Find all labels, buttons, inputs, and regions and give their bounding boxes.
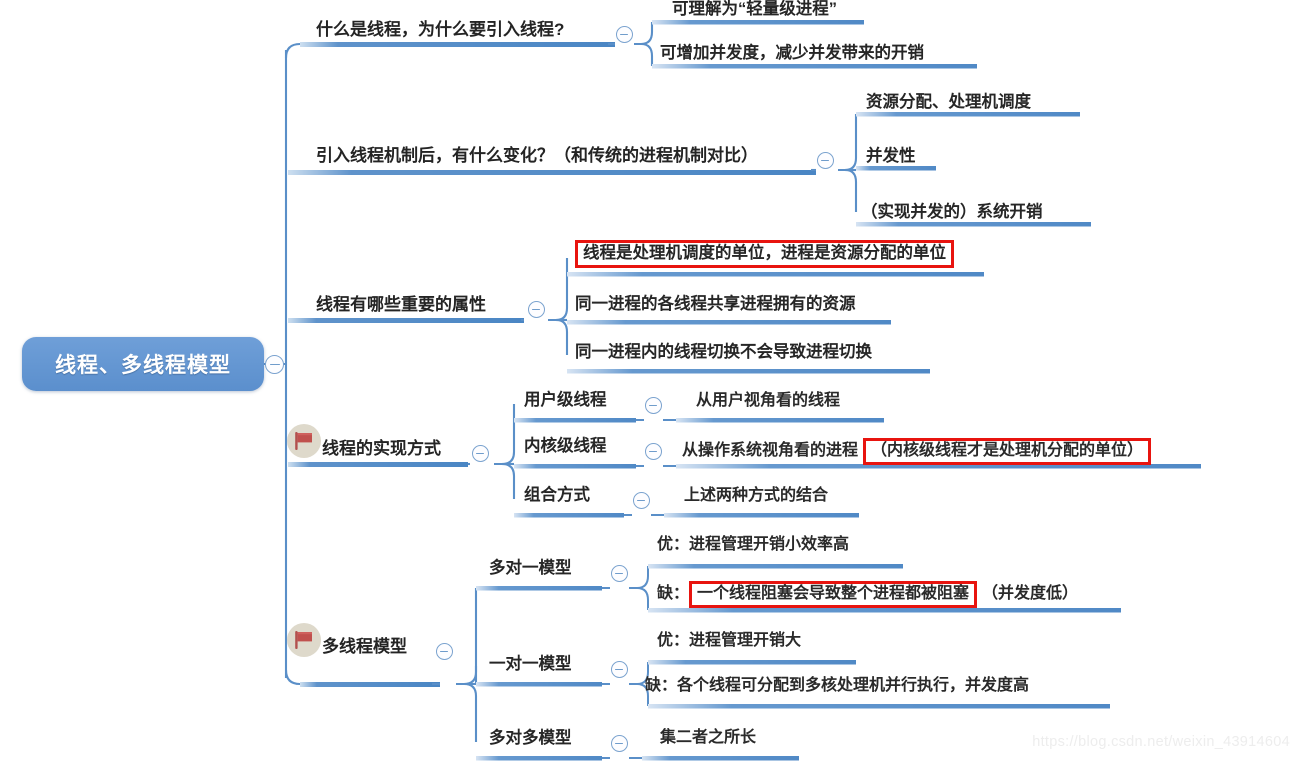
leaf-5-2-2-label: 缺：各个线程可分配到多核处理机并行执行，并发度高 [645,677,1030,694]
subnode-4-1-collapse-toggle[interactable] [645,397,662,414]
leaf-4-1-1-label: 从用户视角看的线程 [696,392,841,409]
subnode-4-3[interactable]: 组合方式 [524,486,590,505]
leaf-node-3-1[interactable]: 线程是处理机调度的单位，进程是资源分配的单位 [575,240,954,268]
branch-node-1[interactable]: 什么是线程，为什么要引入线程? [316,20,564,40]
leaf-node-3-2[interactable]: 同一进程的各线程共享进程拥有的资源 [575,295,856,314]
branch-node-3[interactable]: 线程有哪些重要的属性 [316,295,486,315]
branch-4-label: 线程的实现方式 [322,439,441,458]
subnode-5-3-collapse-toggle[interactable] [611,735,628,752]
leaf-5-1-2-prefix: 缺： [657,585,690,602]
branch-1-label: 什么是线程，为什么要引入线程? [316,20,565,39]
subnode-4-3-label: 组合方式 [524,486,590,504]
leaf-1-2-label: 可增加并发度，减少并发带来的开销 [660,44,924,62]
subnode-4-1-label: 用户级线程 [524,391,607,409]
subnode-5-2[interactable]: 一对一模型 [489,655,572,674]
branch-3-collapse-toggle[interactable] [528,301,545,318]
root-node[interactable]: 线程、多线程模型 [22,337,264,391]
leaf-4-2-1-label-highlighted: （内核级线程才是处理机分配的单位） [863,438,1152,466]
leaf-5-2-1-label: 优：进程管理开销大 [657,632,802,649]
root-node-label: 线程、多线程模型 [55,354,231,377]
leaf-5-3-1-label: 集二者之所长 [660,729,757,746]
subnode-4-2[interactable]: 内核级线程 [524,437,607,456]
branch-4-collapse-toggle[interactable] [472,445,489,462]
root-collapse-toggle[interactable] [265,355,284,374]
branch-2-label: 引入线程机制后，有什么变化？（和传统的进程机制对比） [316,146,758,165]
branch-1-collapse-toggle[interactable] [616,26,633,43]
leaf-3-3-label: 同一进程内的线程切换不会导致进程切换 [575,343,872,361]
branch-5-collapse-toggle[interactable] [436,643,453,660]
subnode-4-1[interactable]: 用户级线程 [524,391,607,410]
leaf-node-4-3-1[interactable]: 上述两种方式的结合 [684,487,828,505]
leaf-node-2-2[interactable]: 并发性 [866,147,916,166]
branch-node-5[interactable]: 多线程模型 [322,637,407,657]
leaf-1-1-label: 可理解为“轻量级进程” [672,0,837,18]
flag-icon-branch-5 [287,623,321,657]
subnode-5-3-label: 多对多模型 [489,729,572,747]
subnode-5-1-label: 多对一模型 [489,559,572,577]
leaf-5-1-2-label-highlighted: 一个线程阻塞会导致整个进程都被阻塞 [689,581,978,609]
flag-icon-branch-4 [287,424,321,458]
leaf-3-1-label-highlighted: 线程是处理机调度的单位，进程是资源分配的单位 [575,240,954,268]
leaf-5-1-1-label: 优：进程管理开销小效率高 [657,536,850,553]
leaf-4-3-1-label: 上述两种方式的结合 [684,487,829,504]
subnode-5-3[interactable]: 多对多模型 [489,729,572,748]
subnode-5-1[interactable]: 多对一模型 [489,559,572,578]
subnode-5-2-label: 一对一模型 [489,655,572,673]
leaf-node-5-3-1[interactable]: 集二者之所长 [660,729,756,747]
subnode-4-3-collapse-toggle[interactable] [633,492,650,509]
branch-node-4[interactable]: 线程的实现方式 [322,439,441,459]
branch-2-collapse-toggle[interactable] [817,152,834,169]
leaf-2-2-label: 并发性 [866,147,916,165]
subnode-4-2-collapse-toggle[interactable] [645,443,662,460]
leaf-2-1-label: 资源分配、处理机调度 [866,93,1031,111]
leaf-node-1-1[interactable]: 可理解为“轻量级进程” [672,0,837,19]
leaf-node-5-1-2[interactable]: 缺：一个线程阻塞会导致整个进程都被阻塞（并发度低） [657,581,1079,609]
leaf-node-4-1-1[interactable]: 从用户视角看的线程 [696,392,840,410]
leaf-4-2-1-prefix: 从操作系统视角看的进程 [682,442,859,459]
leaf-node-4-2-1[interactable]: 从操作系统视角看的进程（内核级线程才是处理机分配的单位） [682,438,1152,466]
leaf-5-1-2-suffix: （并发度低） [982,585,1079,602]
leaf-node-3-3[interactable]: 同一进程内的线程切换不会导致进程切换 [575,343,872,362]
branch-node-2[interactable]: 引入线程机制后，有什么变化？（和传统的进程机制对比） [316,146,758,166]
leaf-node-5-2-1[interactable]: 优：进程管理开销大 [657,632,801,650]
branch-3-label: 线程有哪些重要的属性 [316,295,486,314]
branch-5-label: 多线程模型 [322,637,407,656]
leaf-node-1-2[interactable]: 可增加并发度，减少并发带来的开销 [660,44,924,63]
subnode-5-2-collapse-toggle[interactable] [611,661,628,678]
leaf-node-2-3[interactable]: （实现并发的）系统开销 [861,203,1043,222]
subnode-5-1-collapse-toggle[interactable] [611,565,628,582]
leaf-2-3-label: （实现并发的）系统开销 [861,203,1043,221]
watermark: https://blog.csdn.net/weixin_43914604 [1032,734,1290,750]
subnode-4-2-label: 内核级线程 [524,437,607,455]
leaf-node-2-1[interactable]: 资源分配、处理机调度 [866,93,1031,112]
leaf-node-5-2-2[interactable]: 缺：各个线程可分配到多核处理机并行执行，并发度高 [645,677,1029,695]
leaf-3-2-label: 同一进程的各线程共享进程拥有的资源 [575,295,856,313]
leaf-node-5-1-1[interactable]: 优：进程管理开销小效率高 [657,536,849,554]
